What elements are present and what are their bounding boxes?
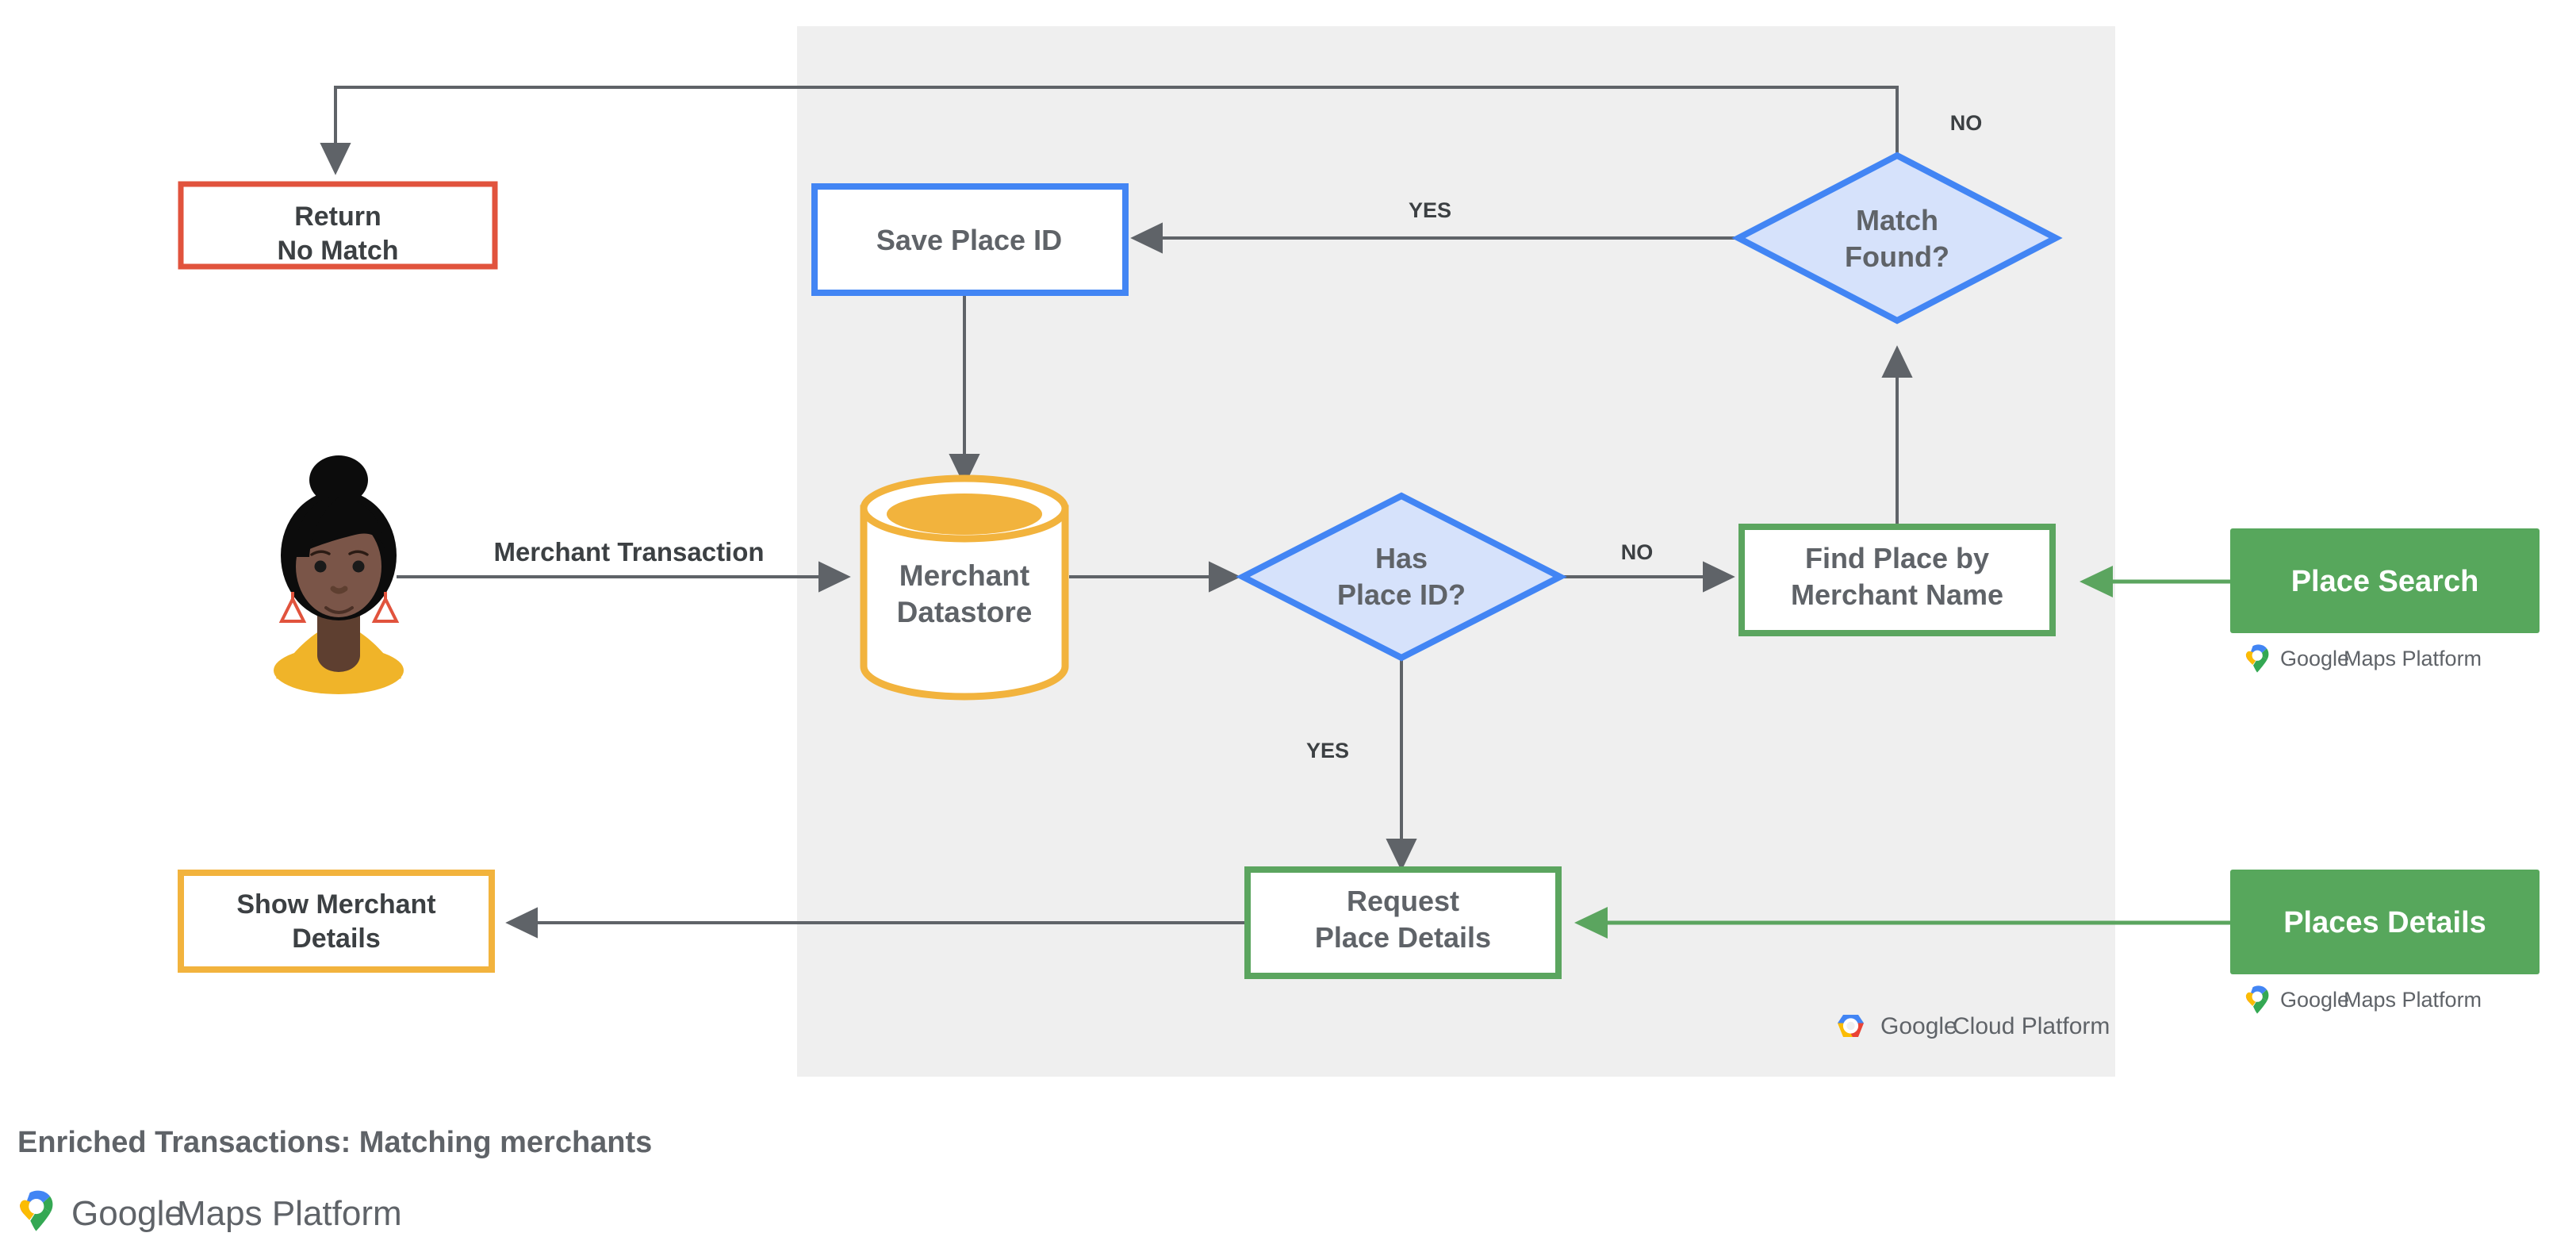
node-show-merchant-details-line-2: Details [292, 924, 381, 954]
node-request-place-details[interactable]: Request Place Details [1244, 866, 1562, 979]
node-match-found-line-1: Match [1856, 204, 1938, 236]
edge-label-has-place-id-no: NO [1621, 540, 1654, 564]
node-has-place-id-line-1: Has [1375, 542, 1428, 574]
gcp-hexagon-icon [1838, 1015, 1864, 1037]
button-places-details-label: Places Details [2283, 906, 2486, 939]
node-return-no-match-line-2: No Match [278, 236, 399, 266]
google-cloud-platform-logo: Google Cloud Platform [1838, 1013, 2110, 1039]
page-title: Enriched Transactions: Matching merchant… [17, 1126, 652, 1159]
node-merchant-datastore-line-1: Merchant [899, 559, 1029, 592]
place-search-logo-product: Maps Platform [2344, 647, 2482, 670]
node-merchant-datastore[interactable]: Merchant Datastore [860, 474, 1069, 701]
node-save-place-id[interactable]: Save Place ID [811, 183, 1129, 296]
node-return-no-match[interactable]: Return No Match [178, 181, 498, 270]
node-match-found[interactable]: Match Found? [1731, 152, 2063, 325]
button-place-search-label: Place Search [2291, 565, 2479, 598]
merchant-customer-avatar [274, 455, 404, 694]
places-details-logo-brand: Google [2280, 988, 2349, 1012]
google-maps-pin-icon [20, 1190, 53, 1231]
footer-google-maps-platform-logo: Google Maps Platform [20, 1190, 402, 1233]
place-search-logo-brand: Google [2280, 647, 2349, 670]
node-request-place-details-line-2: Place Details [1315, 921, 1491, 954]
node-request-place-details-line-1: Request [1347, 885, 1459, 917]
node-save-place-id-label: Save Place ID [876, 224, 1062, 256]
places-details-maps-logo: Google Maps Platform [2245, 985, 2482, 1014]
google-maps-pin-icon [2245, 644, 2269, 673]
node-has-place-id-line-2: Place ID? [1337, 578, 1466, 611]
node-find-place-line-2: Merchant Name [1791, 578, 2003, 611]
node-show-merchant-details[interactable]: Show Merchant Details [178, 870, 495, 973]
edge-label-match-found-yes: YES [1409, 198, 1451, 222]
edge-label-has-place-id-yes: YES [1306, 739, 1349, 762]
edge-match-found-no [320, 86, 1899, 175]
place-search-maps-logo: Google Maps Platform [2245, 644, 2482, 673]
button-place-search[interactable]: Place Search [2230, 528, 2540, 633]
edge-label-match-found-no: NO [1950, 111, 1983, 135]
node-find-place-by-merchant-name[interactable]: Find Place by Merchant Name [1738, 524, 2056, 636]
gcp-logo-product: Cloud Platform [1953, 1013, 2110, 1039]
footer-logo-product: Maps Platform [177, 1194, 402, 1233]
button-places-details[interactable]: Places Details [2230, 870, 2540, 974]
node-find-place-line-1: Find Place by [1805, 542, 1989, 574]
places-details-logo-product: Maps Platform [2344, 988, 2482, 1012]
node-match-found-line-2: Found? [1845, 240, 1949, 273]
gcp-logo-brand: Google [1880, 1013, 1957, 1039]
edge-label-merchant-transaction: Merchant Transaction [493, 537, 764, 566]
node-show-merchant-details-line-1: Show Merchant [236, 889, 435, 920]
node-merchant-datastore-line-2: Datastore [897, 596, 1033, 628]
node-has-place-id[interactable]: Has Place ID? [1236, 492, 1567, 662]
footer-logo-brand: Google [71, 1194, 184, 1233]
node-return-no-match-line-1: Return [294, 202, 381, 232]
google-maps-pin-icon [2245, 985, 2269, 1014]
